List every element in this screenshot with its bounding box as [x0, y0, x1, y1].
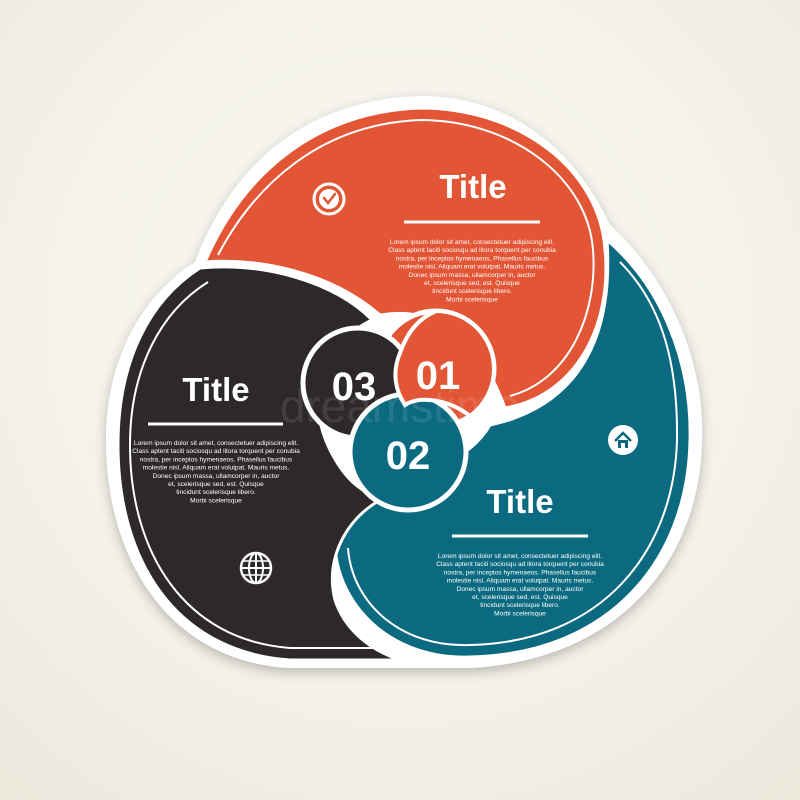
clock-icon	[312, 182, 346, 216]
paragraph-line: tincidunt scelerisque libero.	[480, 602, 560, 609]
step-number-01: 01	[416, 354, 461, 398]
paragraph-line: et, scelerisque sed, est. Quisque	[168, 481, 264, 488]
segment-03-title: Title	[182, 371, 249, 408]
paragraph-line: Class aptent taciti sociosqu ad litora t…	[436, 561, 604, 568]
segment-01-title: Title	[439, 168, 506, 205]
paragraph-line: nostra, per inceptos hymenaeos. Phasellu…	[140, 456, 293, 463]
watermark: dreamstime	[280, 380, 520, 432]
paragraph-line: Morbi scelerisque	[446, 296, 498, 303]
segment-02	[332, 236, 692, 659]
home-icon	[608, 425, 638, 455]
paragraph-line: tincidunt scelerisque libero.	[432, 288, 512, 295]
step-number-03: 03	[332, 365, 377, 409]
paragraph-line: Class aptent taciti sociosqu ad litora t…	[132, 448, 300, 455]
segment-02-shape	[332, 236, 692, 659]
segment-02-title: Title	[486, 483, 553, 520]
segment-01	[202, 106, 608, 410]
paragraph-line: Donec ipsum massa, ullamcorper in, aucto…	[457, 586, 585, 593]
paragraph-line: Morbi scelerisque	[190, 497, 242, 504]
paragraph-line: Lorem ipsum dolor sit amet, consectetuer…	[390, 239, 554, 246]
paragraph-line: molestie nisl. Aliquam erat volutpat. Ma…	[399, 264, 546, 271]
segment-01-shape	[202, 106, 608, 410]
paragraph-line: Donec ipsum massa, ullamcorper in, aucto…	[409, 272, 537, 279]
paragraph-line: nostra, per inceptos hymenaeos. Phasellu…	[396, 255, 549, 262]
paragraph-line: molestie nisl. Aliquam erat volutpat. Ma…	[143, 465, 290, 472]
globe-icon	[239, 551, 273, 585]
paragraph-line: Morbi scelerisque	[494, 610, 546, 617]
paragraph-line: Lorem ipsum dolor sit amet, consectetuer…	[134, 440, 298, 447]
paragraph-line: molestie nisl. Aliquam erat volutpat. Ma…	[447, 578, 594, 585]
step-number-02: 02	[386, 434, 431, 478]
paragraph-line: Class aptent taciti sociosqu ad litora t…	[388, 247, 556, 254]
paragraph-line: et, scelerisque sed, est. Quisque	[472, 594, 568, 601]
paragraph-line: Lorem ipsum dolor sit amet, consectetuer…	[438, 553, 602, 560]
paragraph-line: nostra, per inceptos hymenaeos. Phasellu…	[444, 569, 597, 576]
paragraph-line: et, scelerisque sed, est. Quisque	[424, 280, 520, 287]
segment-03-paragraph: Lorem ipsum dolor sit amet, consectetuer…	[132, 440, 300, 504]
paragraph-line: Donec ipsum massa, ullamcorper in, aucto…	[153, 473, 281, 480]
paragraph-line: tincidunt scelerisque libero.	[176, 489, 256, 496]
segment-01-paragraph: Lorem ipsum dolor sit amet, consectetuer…	[388, 239, 556, 303]
segment-02-paragraph: Lorem ipsum dolor sit amet, consectetuer…	[436, 553, 604, 617]
